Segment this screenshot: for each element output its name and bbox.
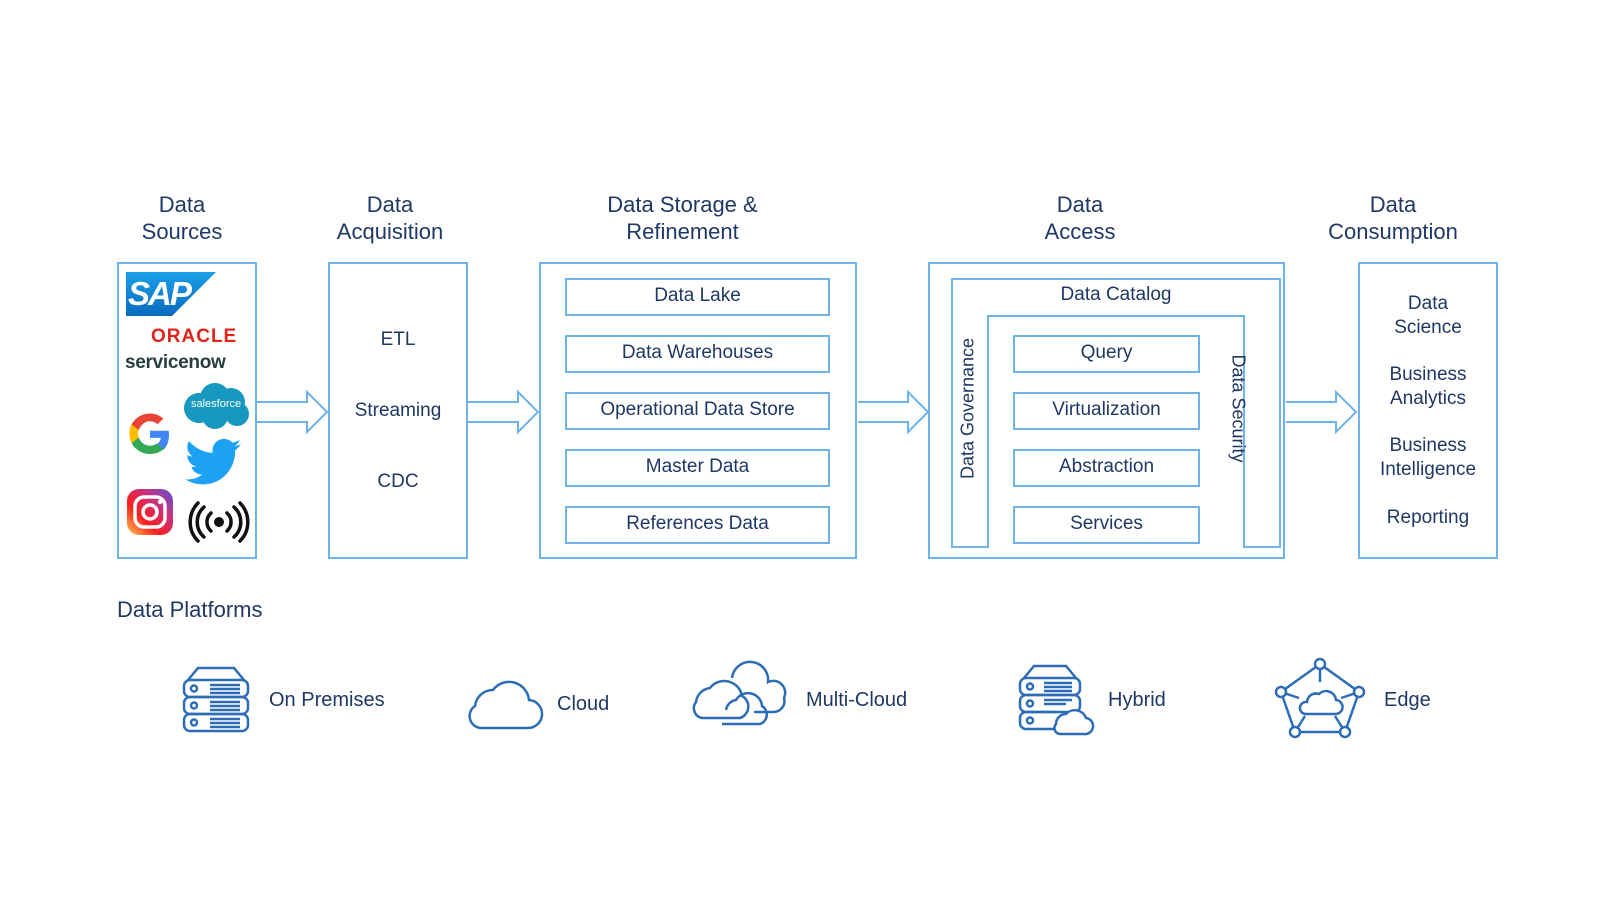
arrow-acquisition-to-storage: [468, 389, 540, 435]
instagram-icon: [126, 488, 174, 536]
sap-logo: SAP: [126, 272, 216, 316]
acquisition-item-streaming: Streaming: [354, 400, 442, 421]
hybrid-server-cloud-icon: [1018, 664, 1095, 736]
data-acquisition-panel: ETL Streaming CDC: [328, 262, 468, 559]
acquisition-item-cdc: CDC: [377, 471, 419, 492]
access-data-catalog: Data Catalog: [1060, 284, 1172, 305]
platform-label-edge: Edge: [1384, 689, 1431, 711]
access-item-abstraction: Abstraction: [1013, 449, 1200, 487]
data-sources-panel: SAP ORACLE servicenow salesforce: [117, 262, 257, 559]
access-item-query: Query: [1013, 335, 1200, 373]
access-item-services: Services: [1013, 506, 1200, 544]
access-item-virtualization: Virtualization: [1013, 392, 1200, 430]
catalog-frame: [951, 278, 1281, 548]
cloud-icon: [468, 680, 544, 730]
servicenow-logo: servicenow: [125, 352, 226, 373]
acquisition-item-etl: ETL: [380, 329, 416, 350]
server-icon: [182, 666, 250, 733]
google-logo: [126, 410, 174, 458]
platform-label-cloud: Cloud: [557, 693, 610, 715]
storage-item-data-lake: Data Lake: [565, 278, 830, 316]
arrow-storage-to-access: [858, 389, 930, 435]
arrow-access-to-consumption: [1286, 389, 1358, 435]
platform-label-multi-cloud: Multi-Cloud: [806, 689, 908, 711]
storage-item-references-data: References Data: [565, 506, 830, 544]
edge-network-icon: [1274, 657, 1366, 739]
platform-label-hybrid: Hybrid: [1108, 689, 1166, 711]
access-data-security: Data Security: [1228, 354, 1249, 463]
data-access-panel: Data Catalog Data Governance Data Securi…: [928, 262, 1285, 559]
salesforce-logo: salesforce: [181, 382, 251, 430]
oracle-logo: ORACLE: [151, 326, 238, 347]
consumption-item-reporting: Reporting: [1386, 507, 1470, 528]
multi-cloud-icon: [692, 660, 787, 726]
twitter-icon: [185, 438, 241, 486]
data-platforms-heading: Data Platforms: [117, 597, 263, 622]
arrow-sources-to-acquisition: [257, 389, 329, 435]
platform-label-on-premises: On Premises: [269, 689, 385, 711]
data-storage-panel: Data Lake Data Warehouses Operational Da…: [539, 262, 857, 559]
title-data-storage: Data Storage &Refinement: [607, 192, 758, 244]
storage-item-master-data: Master Data: [565, 449, 830, 487]
broadcast-signal-icon: [188, 501, 250, 543]
storage-item-operational-data-store: Operational Data Store: [565, 392, 830, 430]
storage-item-data-warehouses: Data Warehouses: [565, 335, 830, 373]
access-data-governance: Data Governance: [957, 337, 978, 480]
